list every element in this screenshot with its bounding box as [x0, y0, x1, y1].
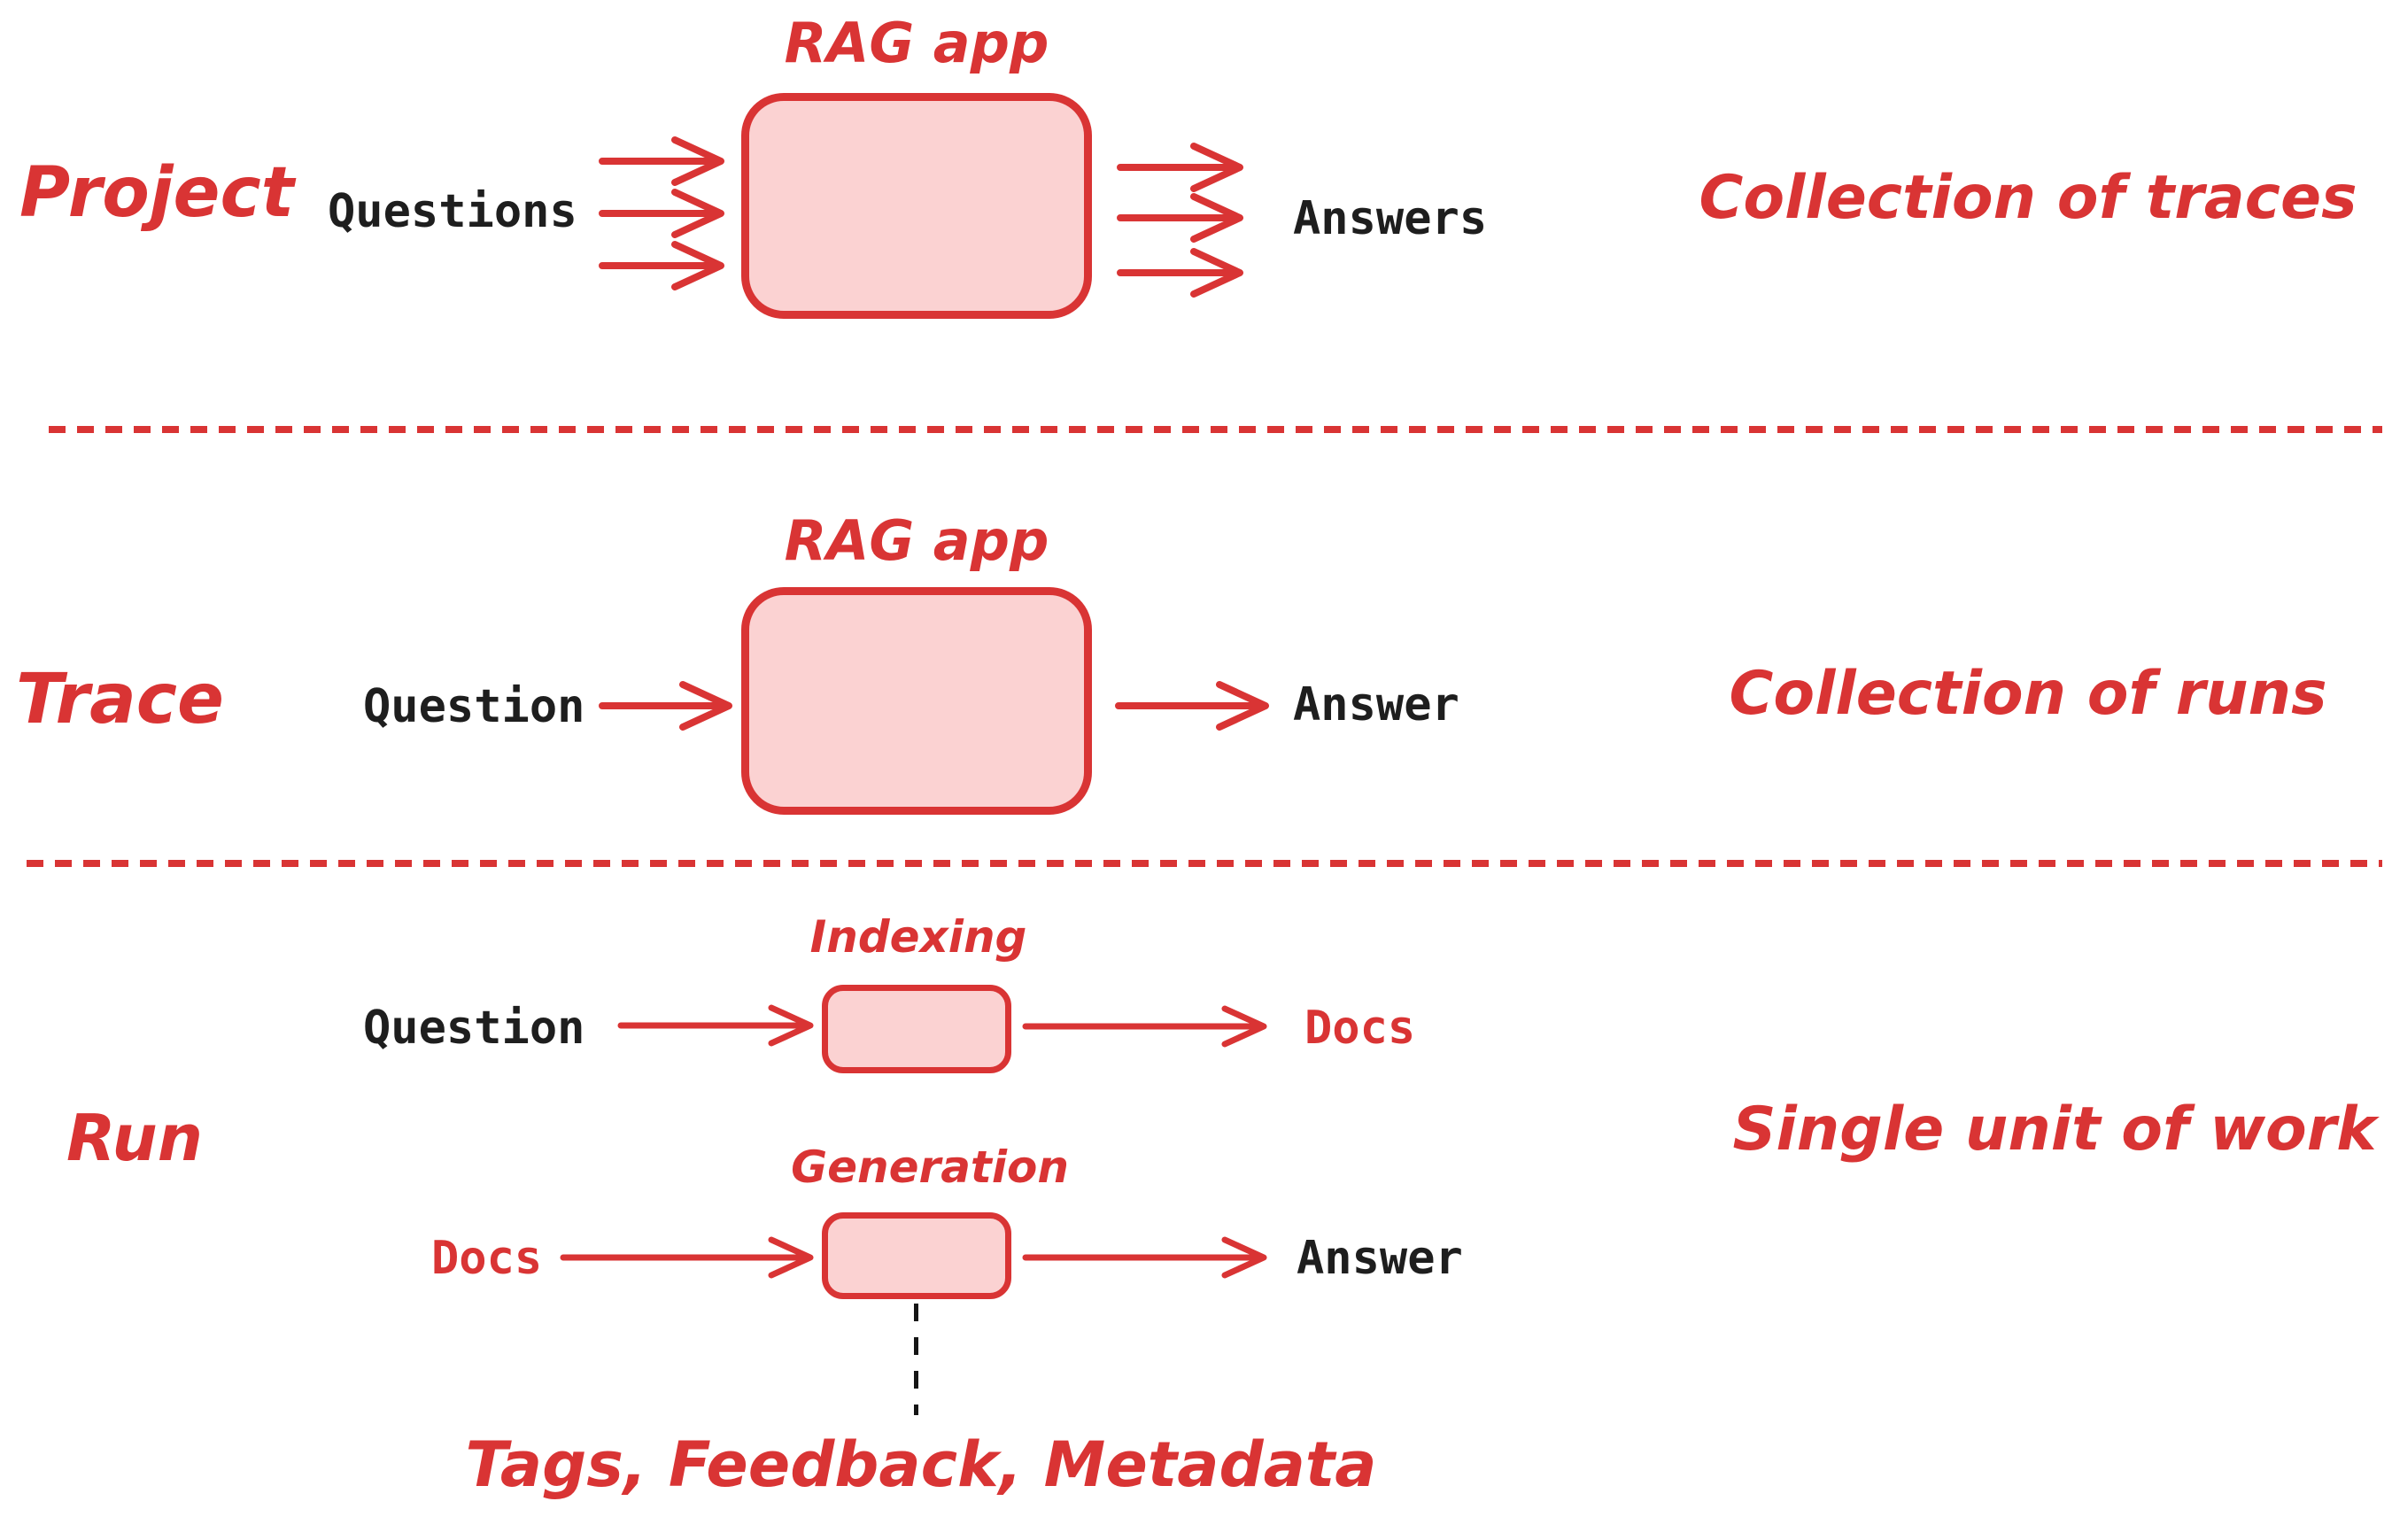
generation-input-arrow: [560, 1236, 814, 1279]
trace-input-label: Question: [363, 680, 585, 733]
metadata-connector-line: [914, 1304, 918, 1415]
trace-output-label: Answer: [1293, 678, 1459, 731]
project-input-arrow-2: [599, 189, 724, 238]
project-output-arrow-1: [1117, 143, 1243, 192]
project-section-label: Project: [19, 153, 294, 233]
project-input-label: Questions: [328, 185, 577, 238]
section-divider-2: [27, 860, 2382, 867]
generation-output-label: Answer: [1297, 1232, 1463, 1285]
indexing-box: [822, 985, 1011, 1073]
trace-note: Collection of runs: [1729, 659, 2327, 729]
project-note: Collection of traces: [1699, 163, 2357, 233]
trace-box-title: RAG app: [784, 508, 1049, 573]
indexing-output-label: Docs: [1304, 1002, 1416, 1055]
rag-app-box-trace: [741, 587, 1092, 815]
trace-output-arrow: [1115, 681, 1269, 731]
project-output-arrow-2: [1117, 193, 1243, 243]
run-note: Single unit of work: [1732, 1095, 2377, 1165]
run-section-label: Run: [66, 1101, 204, 1175]
generation-input-label: Docs: [431, 1232, 543, 1285]
trace-input-arrow: [599, 681, 732, 731]
project-input-arrow-1: [599, 136, 724, 186]
project-output-label: Answers: [1293, 192, 1488, 245]
indexing-box-title: Indexing: [809, 911, 1027, 963]
generation-box-title: Generation: [791, 1141, 1069, 1193]
rag-app-box-project: [741, 93, 1092, 319]
indexing-input-arrow: [617, 1004, 814, 1047]
trace-section-label: Trace: [16, 660, 224, 739]
indexing-output-arrow: [1022, 1005, 1267, 1048]
run-annotation: Tags, Feedback, Metadata: [465, 1428, 1377, 1501]
indexing-input-label: Question: [363, 1002, 585, 1055]
generation-box: [822, 1212, 1011, 1299]
project-output-arrow-3: [1117, 248, 1243, 298]
generation-output-arrow: [1022, 1236, 1267, 1279]
project-input-arrow-3: [599, 241, 724, 290]
section-divider-1: [49, 426, 2382, 433]
project-box-title: RAG app: [784, 11, 1049, 75]
